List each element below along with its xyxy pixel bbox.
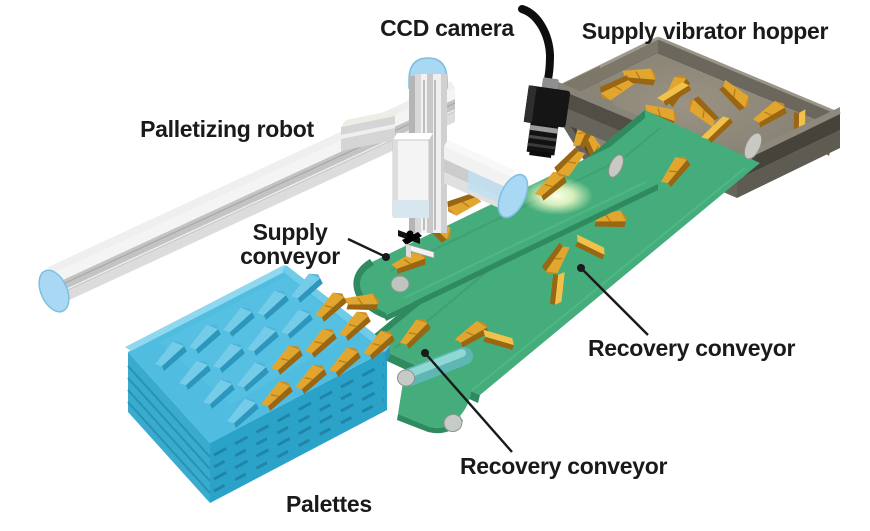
label-supply-conveyor: Supply conveyor — [240, 219, 340, 269]
robot-z-slider — [392, 133, 433, 218]
ccd-camera-illustration — [518, 5, 571, 159]
label-recovery-conveyor-right: Recovery conveyor — [588, 335, 796, 361]
label-recovery-conveyor-bottom: Recovery conveyor — [460, 453, 668, 479]
palletizing-robot-illustration — [38, 57, 529, 313]
leader-lines — [347, 237, 649, 453]
leader-dot-recovery-bottom — [421, 349, 429, 357]
palettes-stack-illustration — [125, 265, 399, 503]
gripper — [398, 230, 435, 259]
leader-line-recovery-right — [580, 267, 649, 336]
label-ccd-camera: CCD camera — [380, 15, 514, 41]
x-beam-end-cap — [38, 269, 70, 313]
y-beam-end-cap — [497, 173, 529, 219]
leader-dot-recovery-right — [577, 264, 585, 272]
label-supply-vibrator-hopper: Supply vibrator hopper — [581, 18, 829, 44]
supply-conveyor-illustration — [341, 143, 658, 321]
robot-y-beam — [444, 140, 529, 219]
label-palettes: Palettes — [286, 491, 372, 517]
robot-x-carriage — [341, 109, 400, 151]
camera-cable — [518, 5, 555, 87]
leader-line-supply-conveyor — [347, 237, 385, 258]
leader-dot-supply-conveyor — [382, 253, 390, 261]
leader-line-recovery-bottom — [424, 352, 513, 453]
camera-light-spot — [521, 177, 593, 215]
label-palletizing-robot: Palletizing robot — [140, 116, 314, 142]
